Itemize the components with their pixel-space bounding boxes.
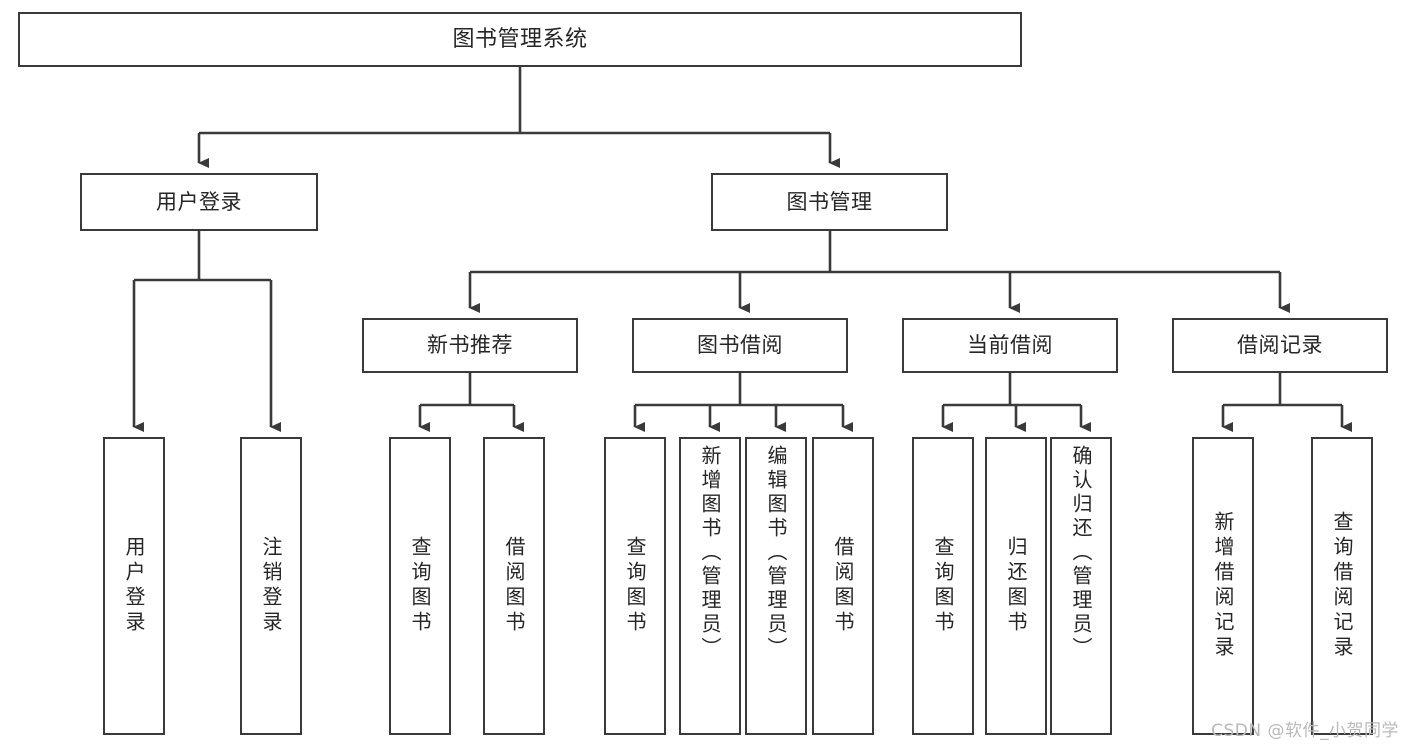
node-book-borrowing[interactable]: 图书借阅 [632,318,848,373]
node-label: 借阅图书 [502,536,526,636]
node-leaf-confirm-return-admin[interactable]: 确认归还（管理员） [1050,437,1112,735]
node-label: 当前借阅 [967,333,1053,358]
node-label: 查询图书 [408,536,432,636]
node-leaf-user-login[interactable]: 用户登录 [103,437,165,735]
node-label: 注销登录 [259,536,283,636]
node-label: 用户登录 [156,189,242,214]
node-label: 用户登录 [122,536,146,636]
node-label: 确认归还（管理员） [1069,445,1093,661]
node-leaf-add-borrow-record[interactable]: 新增借阅记录 [1192,437,1254,735]
node-leaf-return-book[interactable]: 归还图书 [985,437,1047,735]
node-book-management[interactable]: 图书管理 [711,173,948,231]
node-label: 借阅记录 [1237,333,1323,358]
node-label: 图书管理 [786,189,873,214]
node-label: 新增借阅记录 [1211,511,1235,661]
node-leaf-add-book-admin[interactable]: 新增图书（管理员） [679,437,741,735]
node-leaf-edit-book-admin[interactable]: 编辑图书（管理员） [745,437,807,735]
node-new-book-recommendation[interactable]: 新书推荐 [362,318,578,373]
node-leaf-query-book-current[interactable]: 查询图书 [912,437,974,735]
node-label: 借阅图书 [831,536,855,636]
node-leaf-query-book-rec[interactable]: 查询图书 [389,437,451,735]
node-current-borrowing[interactable]: 当前借阅 [902,318,1118,373]
node-leaf-logout-login[interactable]: 注销登录 [240,437,302,735]
node-label: 新书推荐 [427,333,513,358]
node-user-login[interactable]: 用户登录 [80,173,318,231]
node-leaf-borrow-book-borrow[interactable]: 借阅图书 [812,437,874,735]
node-label: 查询图书 [931,536,955,636]
node-label: 归还图书 [1004,536,1028,636]
node-leaf-query-book-borrow[interactable]: 查询图书 [604,437,666,735]
node-borrowing-record[interactable]: 借阅记录 [1172,318,1388,373]
node-label: 查询借阅记录 [1330,511,1354,661]
node-label: 查询图书 [623,536,647,636]
node-label: 新增图书（管理员） [698,445,722,661]
node-label: 图书管理系统 [452,26,588,52]
node-leaf-borrow-book-rec[interactable]: 借阅图书 [483,437,545,735]
node-root-book-management-system[interactable]: 图书管理系统 [18,12,1022,67]
node-label: 图书借阅 [697,333,783,358]
node-leaf-query-borrow-record[interactable]: 查询借阅记录 [1311,437,1373,735]
node-label: 编辑图书（管理员） [764,445,788,661]
